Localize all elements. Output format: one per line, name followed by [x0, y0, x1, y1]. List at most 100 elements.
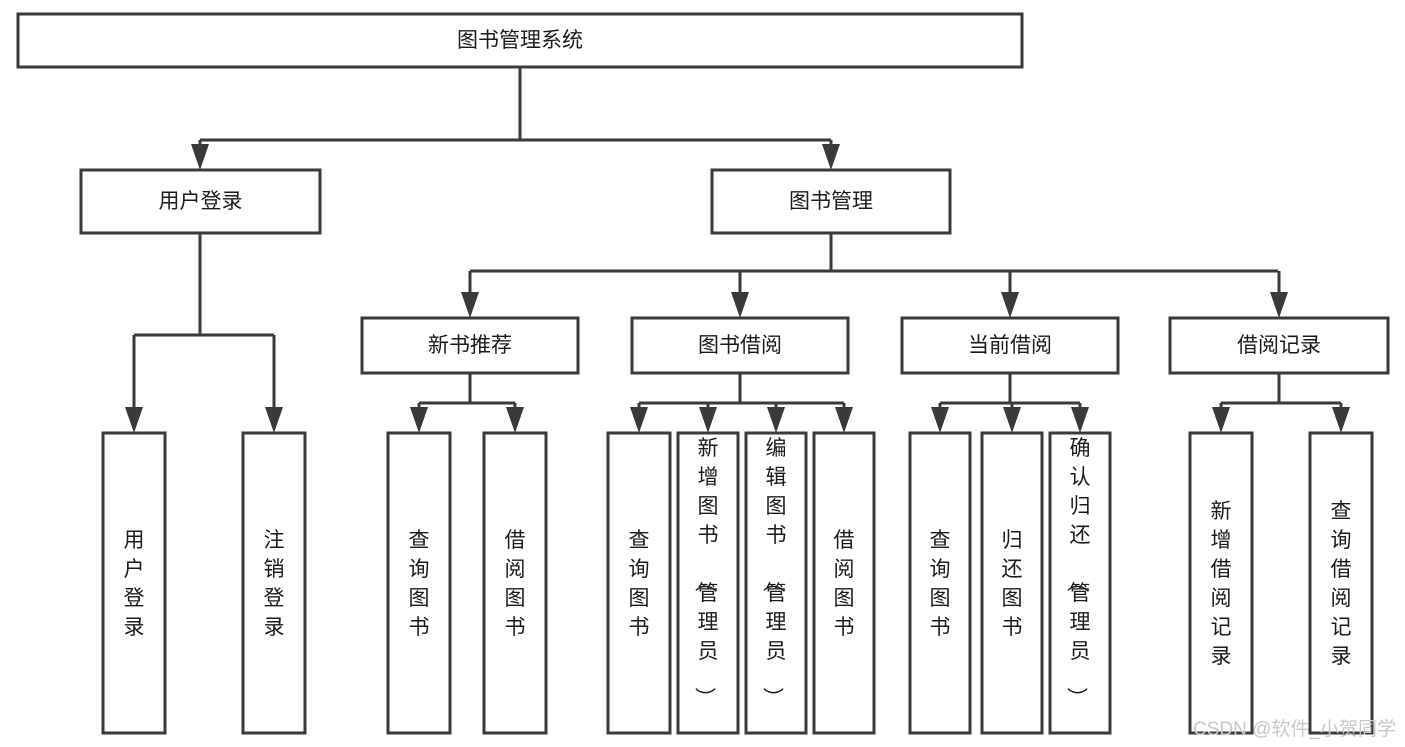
node-label: 查询图书	[409, 529, 430, 639]
node-box[interactable]	[241, 431, 307, 735]
arrow-connector-2	[125, 335, 143, 433]
arrow-connector-12	[767, 403, 785, 433]
arrow-connector-7	[1270, 271, 1288, 318]
node-leaf-rec-query[interactable]: 查询借阅记录	[1308, 431, 1374, 735]
node-box[interactable]	[360, 316, 580, 375]
connector-bus-new-book	[419, 373, 515, 405]
arrow-connector-8	[410, 403, 428, 433]
node-box[interactable]	[79, 168, 322, 235]
node-l2-record[interactable]: 借阅记录	[1168, 316, 1390, 375]
arrow-connector-13	[835, 403, 853, 433]
arrow-head-icon	[630, 407, 648, 433]
connector-layer	[125, 67, 1350, 433]
node-label: 注销登录	[264, 529, 285, 639]
connector-bus-user-login	[134, 233, 274, 337]
node-leaf-bb-add[interactable]: 新增图书（管理员）	[676, 431, 740, 735]
node-box[interactable]	[101, 431, 167, 735]
arrow-head-icon	[699, 407, 717, 433]
node-box[interactable]	[1048, 431, 1112, 735]
node-label: 当前借阅	[968, 334, 1052, 357]
node-l2-current[interactable]: 当前借阅	[900, 316, 1120, 375]
node-l1-user-login[interactable]: 用户登录	[79, 168, 322, 235]
node-box[interactable]	[908, 431, 972, 735]
arrow-connector-1	[822, 140, 840, 170]
arrow-connector-10	[630, 403, 648, 433]
arrow-head-icon	[731, 292, 749, 318]
node-label: 借阅图书	[834, 529, 855, 639]
arrow-head-icon	[1212, 407, 1230, 433]
node-l2-new-book[interactable]: 新书推荐	[360, 316, 580, 375]
node-leaf-user-login[interactable]: 用户登录	[101, 431, 167, 735]
node-label: 借阅记录	[1237, 334, 1321, 357]
node-box[interactable]	[16, 12, 1024, 69]
node-box[interactable]	[900, 316, 1120, 375]
node-leaf-cb-confirm[interactable]: 确认归还（管理员）	[1048, 431, 1112, 735]
node-label: 新增借阅记录	[1211, 500, 1232, 668]
connector-bus-record	[1221, 373, 1341, 405]
node-label: 查询借阅记录	[1331, 500, 1352, 668]
node-box[interactable]	[386, 431, 452, 735]
arrow-head-icon	[1332, 407, 1350, 433]
node-label: 确认归还（管理员）	[1065, 437, 1091, 708]
node-label: 借阅图书	[505, 529, 526, 639]
node-leaf-rec-add[interactable]: 新增借阅记录	[1188, 431, 1254, 735]
arrow-connector-3	[265, 335, 283, 433]
arrow-head-icon	[1003, 407, 1021, 433]
arrow-connector-16	[1071, 403, 1089, 433]
arrow-head-icon	[506, 407, 524, 433]
node-label: 编辑图书（管理员）	[761, 437, 787, 708]
arrow-head-icon	[1001, 292, 1019, 318]
arrow-head-icon	[1071, 407, 1089, 433]
connector-bus-current	[940, 373, 1080, 405]
node-leaf-nb-query[interactable]: 查询图书	[386, 431, 452, 735]
node-l1-book-manage[interactable]: 图书管理	[710, 168, 952, 235]
node-leaf-bb-edit[interactable]: 编辑图书（管理员）	[744, 431, 808, 735]
node-root[interactable]: 图书管理系统	[16, 12, 1024, 69]
node-leaf-cb-return[interactable]: 归还图书	[980, 431, 1044, 735]
arrow-connector-5	[731, 271, 749, 318]
arrow-head-icon	[931, 407, 949, 433]
node-label: 用户登录	[124, 529, 145, 639]
connector-bus-book-manage	[470, 233, 1278, 273]
node-box[interactable]	[1168, 316, 1390, 375]
node-leaf-bb-borrow[interactable]: 借阅图书	[812, 431, 876, 735]
node-label: 图书管理	[789, 190, 873, 213]
node-box[interactable]	[812, 431, 876, 735]
arrow-head-icon	[125, 407, 143, 433]
node-leaf-cb-query[interactable]: 查询图书	[908, 431, 972, 735]
node-box[interactable]	[1188, 431, 1254, 735]
node-label: 图书管理系统	[457, 29, 583, 52]
node-box[interactable]	[980, 431, 1044, 735]
arrow-connector-15	[1003, 403, 1021, 433]
node-box[interactable]	[744, 431, 808, 735]
arrow-connector-11	[699, 403, 717, 433]
node-box[interactable]	[1308, 431, 1374, 735]
arrow-connector-9	[506, 403, 524, 433]
node-layer: 图书管理系统用户登录图书管理新书推荐图书借阅当前借阅借阅记录用户登录注销登录查询…	[16, 12, 1390, 735]
arrow-connector-18	[1332, 403, 1350, 433]
arrow-head-icon	[822, 144, 840, 170]
node-box[interactable]	[482, 431, 548, 735]
arrow-connector-14	[931, 403, 949, 433]
arrow-head-icon	[835, 407, 853, 433]
node-label: 用户登录	[159, 190, 243, 213]
arrow-connector-0	[191, 140, 209, 170]
node-box[interactable]	[630, 316, 850, 375]
node-leaf-logout[interactable]: 注销登录	[241, 431, 307, 735]
connector-bus-borrow	[639, 373, 844, 405]
node-box[interactable]	[606, 431, 672, 735]
connector-bus-root	[200, 67, 831, 142]
node-leaf-nb-borrow[interactable]: 借阅图书	[482, 431, 548, 735]
arrow-head-icon	[461, 292, 479, 318]
arrow-head-icon	[410, 407, 428, 433]
node-l2-borrow[interactable]: 图书借阅	[630, 316, 850, 375]
csdn-watermark: CSDN @软件_小贺同学	[1193, 718, 1396, 740]
arrow-head-icon	[265, 407, 283, 433]
node-box[interactable]	[710, 168, 952, 235]
node-box[interactable]	[676, 431, 740, 735]
node-label: 查询图书	[629, 529, 650, 639]
node-leaf-bb-query[interactable]: 查询图书	[606, 431, 672, 735]
node-label: 新书推荐	[428, 334, 512, 357]
